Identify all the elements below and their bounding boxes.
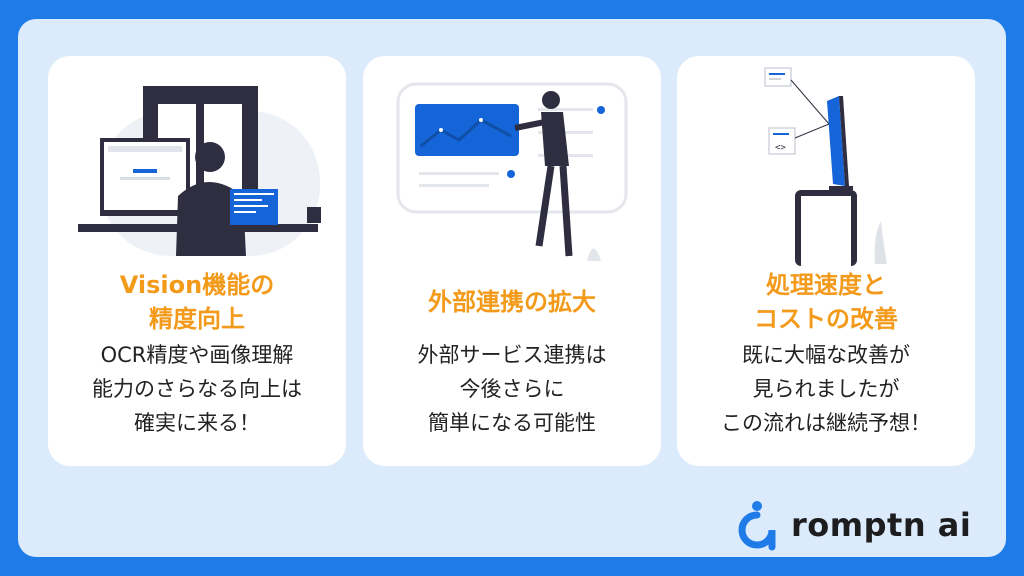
feature-card-integration: 外部連携の拡大 外部サービス連携は 今後さらに 簡単になる可能性	[363, 56, 661, 466]
svg-text:<>: <>	[775, 143, 786, 153]
card-description: OCR精度や画像理解 能力のさらなる向上は 確実に来る！	[92, 343, 302, 435]
card-title: Vision機能の 精度向上	[119, 271, 275, 333]
logo-wordmark: romptn ai	[791, 506, 972, 544]
card-description: 外部サービス連携は 今後さらに 簡単になる可能性	[417, 343, 607, 435]
card-description: 既に大幅な改善が 見られましたが この流れは継続予想！	[721, 343, 931, 435]
person-presenting-dashboard-illustration	[396, 82, 628, 261]
developer-at-desk-illustration	[78, 86, 321, 256]
card-title: 処理速度と コストの改善	[754, 271, 898, 333]
romptn-logo-icon	[738, 501, 776, 551]
feature-card-speed-cost: <> 処理速度と コストの改善 既に大幅な改善が 見られましたが この流れは継続…	[677, 56, 975, 466]
card-title: 外部連携の拡大	[428, 288, 596, 316]
feature-card-vision: Vision機能の 精度向上 OCR精度や画像理解 能力のさらなる向上は 確実に…	[48, 56, 346, 466]
romptn-ai-logo: romptn ai	[735, 499, 985, 551]
monitor-with-code-illustration: <>	[764, 67, 887, 266]
content-panel: Vision機能の 精度向上 OCR精度や画像理解 能力のさらなる向上は 確実に…	[18, 19, 1006, 557]
